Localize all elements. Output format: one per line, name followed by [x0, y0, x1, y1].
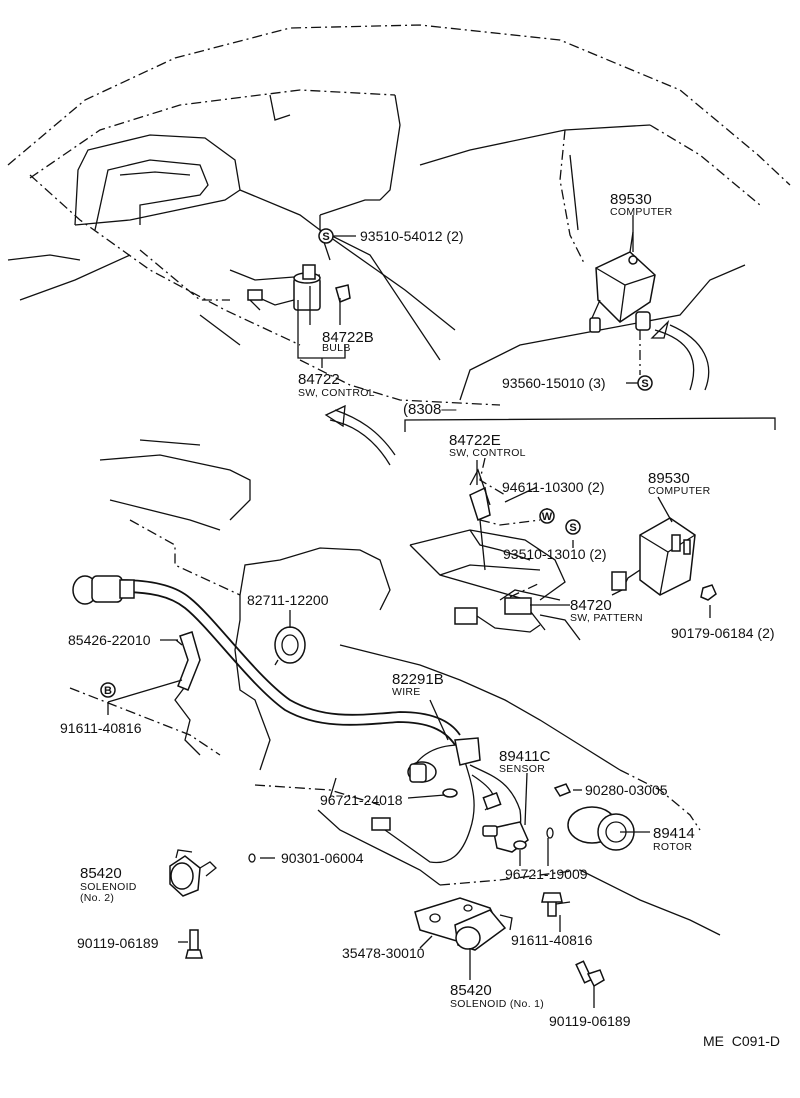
svg-text:84720: 84720	[570, 597, 612, 614]
label-82711-12200: 82711-12200	[247, 592, 329, 608]
svg-text:89530: 89530	[610, 191, 652, 208]
label-89411c: 89411C SENSOR	[499, 748, 551, 775]
label-90301-06004: 90301-06004	[281, 850, 364, 866]
shift-console-detail	[409, 457, 581, 641]
svg-text:84722: 84722	[298, 371, 340, 388]
label-94611-10300: 94611-10300 (2)	[502, 479, 604, 495]
symbol-s-1: S	[318, 228, 334, 244]
svg-text:SOLENOID (No. 1): SOLENOID (No. 1)	[450, 998, 544, 1010]
label-93510-54012: 93510-54012 (2)	[360, 228, 464, 244]
wire-harness	[72, 575, 522, 864]
svg-text:85420: 85420	[450, 982, 492, 999]
computer-unit-top	[589, 231, 656, 333]
svg-text:COMPUTER: COMPUTER	[648, 485, 711, 497]
harness-clamp	[274, 626, 306, 666]
label-89530-top: 89530 COMPUTER	[610, 191, 673, 218]
label-96721-24018: 96721-24018	[320, 792, 403, 808]
label-90119-06189-b: 90119-06189	[549, 1013, 631, 1029]
speed-sensor	[482, 783, 572, 853]
section-detail-frame	[404, 417, 776, 432]
svg-text:WIRE: WIRE	[392, 686, 421, 698]
solenoid-no1	[414, 897, 513, 951]
label-96721-19009: 96721-19009	[505, 866, 588, 882]
bolt-90119-right	[575, 960, 605, 988]
symbol-s-2: S	[637, 375, 653, 391]
svg-text:84722E: 84722E	[449, 432, 501, 449]
solenoid-no2	[169, 849, 256, 897]
svg-text:SW, CONTROL: SW, CONTROL	[449, 447, 526, 459]
label-85426-22010: 85426-22010	[68, 632, 151, 648]
symbol-s-3: S	[565, 519, 581, 535]
label-90119-06189-a: 90119-06189	[77, 935, 159, 951]
svg-text:89411C: 89411C	[499, 748, 551, 765]
label-84720: 84720 SW, PATTERN	[570, 597, 643, 624]
svg-text:B: B	[104, 685, 112, 697]
svg-text:89414: 89414	[653, 825, 695, 842]
label-84722e: 84722E SW, CONTROL	[449, 432, 526, 459]
label-93560-15010: 93560-15010 (3)	[502, 375, 606, 391]
svg-text:BULB: BULB	[322, 342, 351, 354]
label-35478-30010: 35478-30010	[342, 945, 425, 961]
svg-text:85420: 85420	[80, 865, 122, 882]
svg-text:89530: 89530	[648, 470, 690, 487]
svg-text:S: S	[569, 522, 576, 534]
svg-text:SW, PATTERN: SW, PATTERN	[570, 612, 643, 624]
label-section-ref: (8308—	[403, 401, 456, 418]
reference-code: ME C091-D	[703, 1033, 780, 1049]
svg-text:SOLENOID: SOLENOID	[80, 881, 137, 893]
label-91611-40816-a: 91611-40816	[60, 720, 142, 736]
label-90280-03005: 90280-03005	[585, 782, 668, 798]
svg-text:ROTOR: ROTOR	[653, 841, 692, 853]
rotor	[567, 806, 635, 851]
svg-text:S: S	[641, 378, 648, 390]
label-91611-40816-b: 91611-40816	[511, 932, 593, 948]
label-82291b: 82291B WIRE	[392, 671, 444, 698]
label-85420-no1: 85420 SOLENOID (No. 1)	[450, 982, 544, 1010]
vehicle-interior-outline	[7, 24, 791, 406]
bolt-91611-right	[541, 892, 571, 917]
svg-text:COMPUTER: COMPUTER	[610, 206, 673, 218]
bracket-85426	[175, 631, 201, 691]
label-89530-mid: 89530 COMPUTER	[648, 470, 711, 497]
svg-text:(No. 2): (No. 2)	[80, 892, 114, 904]
symbol-b: B	[100, 682, 116, 698]
svg-text:W: W	[542, 511, 553, 523]
leader-lines	[107, 215, 711, 1008]
svg-text:82291B: 82291B	[392, 671, 444, 688]
symbol-w: W	[539, 508, 555, 524]
svg-text:SW, CONTROL: SW, CONTROL	[298, 387, 375, 399]
label-84722b: 84722B BULB	[322, 329, 374, 354]
svg-text:84722B: 84722B	[322, 329, 374, 346]
svg-text:S: S	[322, 231, 329, 243]
transmission-outline	[69, 439, 721, 936]
control-switch-assembly-top	[247, 264, 351, 311]
label-90179-06184: 90179-06184 (2)	[671, 625, 775, 641]
bolt-90119-left	[185, 929, 203, 959]
direction-arrows	[324, 319, 710, 466]
computer-unit-mid	[611, 517, 717, 601]
label-85420-no2: 85420 SOLENOID (No. 2)	[80, 865, 137, 904]
label-93510-13010: 93510-13010 (2)	[503, 546, 607, 562]
svg-text:SENSOR: SENSOR	[499, 763, 545, 775]
label-84722: 84722 SW, CONTROL	[298, 371, 375, 399]
label-89414: 89414 ROTOR	[653, 825, 695, 853]
